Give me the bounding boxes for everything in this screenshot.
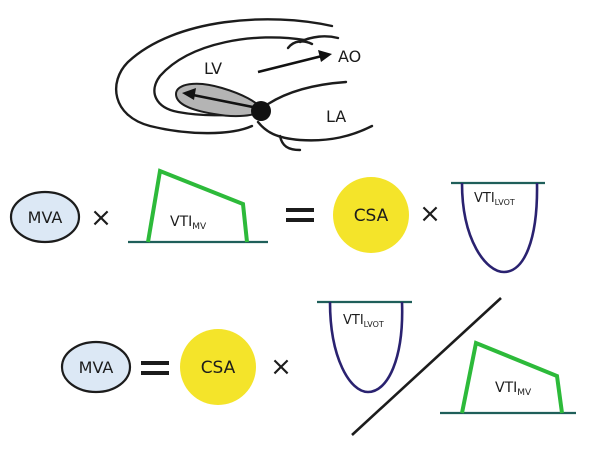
lv-inflow-arrowhead	[182, 88, 196, 100]
vti-mv-trapezoid-2	[460, 340, 564, 414]
la-wall-upper	[266, 80, 348, 106]
vti-mv-trapezoid-1	[146, 168, 249, 243]
equals-sign-2	[141, 361, 169, 375]
csa-circle-2	[180, 329, 256, 405]
vti-mv-label-1: VTIMV	[170, 214, 207, 232]
times-symbol-2: ×	[419, 199, 441, 229]
lv-inflow-arrow	[187, 92, 259, 110]
heart-sketch	[114, 18, 374, 152]
equals-sign-1	[286, 208, 314, 222]
vti-mv-label-2: VTIMV	[495, 380, 532, 398]
label-ao: AO	[338, 47, 361, 66]
vti-lvot-label-2: VTILVOT	[343, 313, 384, 329]
vti-lvot-label-1: VTILVOT	[474, 191, 515, 207]
vti-lvot-curve-1	[460, 182, 539, 274]
mva-oval-2	[60, 340, 132, 394]
csa-label-1: CSA	[354, 206, 389, 226]
la-posterior	[278, 134, 302, 152]
outer-wall	[114, 18, 334, 135]
mva-label-2: MVA	[79, 358, 114, 377]
csa-circle-1	[333, 177, 409, 253]
equation-1: MVA × VTIMV CSA × VTILVOT	[9, 168, 545, 274]
vti-lvot-curve-2	[328, 301, 404, 394]
times-symbol-1: ×	[90, 203, 112, 233]
aortic-valve-cusp	[286, 40, 314, 50]
mva-label-1: MVA	[28, 208, 63, 227]
equation-2: MVA CSA × VTILVOT VTIMV	[60, 297, 576, 436]
division-slash	[351, 297, 502, 436]
mva-oval-1	[9, 190, 81, 244]
mitral-orifice-dot	[251, 101, 271, 121]
la-wall-lower	[256, 120, 374, 142]
times-symbol-3: ×	[270, 352, 292, 382]
ao-outflow-arrow	[257, 54, 323, 74]
csa-label-2: CSA	[201, 358, 236, 378]
label-lv: LV	[204, 59, 222, 78]
label-la: LA	[326, 107, 346, 126]
ao-outflow-arrowhead	[318, 50, 332, 62]
